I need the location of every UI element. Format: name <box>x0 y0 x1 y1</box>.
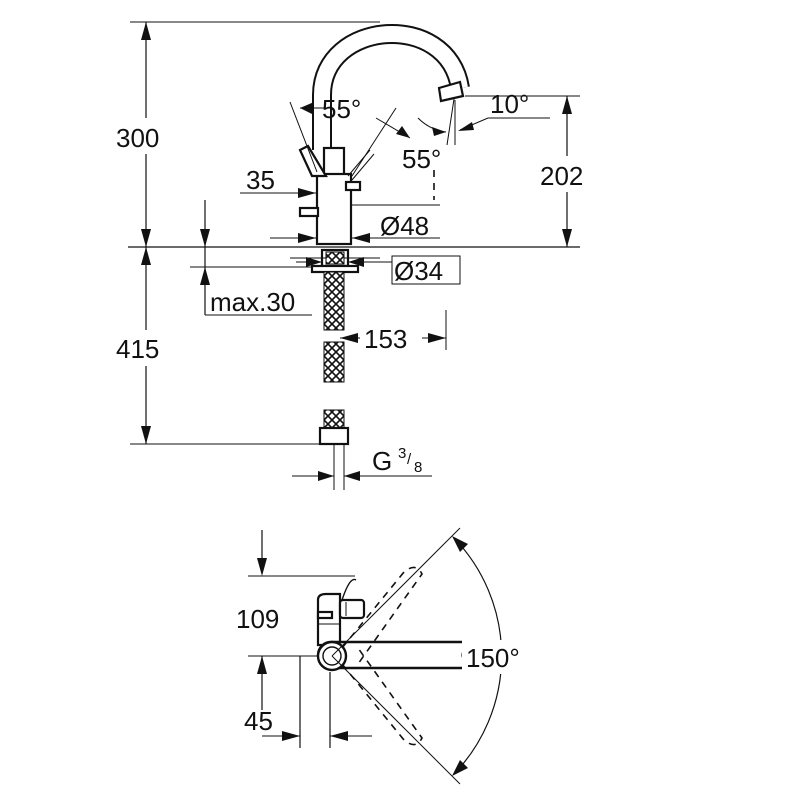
lever-left-label: 55° <box>322 94 361 124</box>
supply-hoses <box>318 271 350 490</box>
depth-label: 109 <box>236 604 279 634</box>
body-diameter-dimension: Ø48 <box>270 211 440 243</box>
swivel-outlines <box>341 566 423 746</box>
side-view: 300 415 55° <box>104 21 598 490</box>
depth-dimension: 109 <box>236 530 355 710</box>
thread-numerator: 3 <box>398 445 406 462</box>
lever-angle-left: 55° <box>289 94 361 173</box>
svg-text:/: / <box>407 451 412 468</box>
swivel-label: 150° <box>466 643 520 673</box>
top-body <box>299 578 366 748</box>
spout-height-label: 202 <box>540 161 583 191</box>
body-diameter-label: Ø48 <box>380 211 429 241</box>
mounting-assembly <box>290 248 380 274</box>
max-thickness-label: max.30 <box>210 287 295 317</box>
spout <box>312 23 470 150</box>
spout-tilt: 10° <box>417 89 550 146</box>
offset-45-dimension: 45 <box>244 706 372 741</box>
swivel-angle: 150° <box>331 527 538 785</box>
spout-tilt-label: 10° <box>490 89 529 119</box>
lever-angle-right: 55° <box>351 107 441 177</box>
thread-dimension: G 3 / 8 <box>292 445 432 481</box>
thread-denominator: 8 <box>414 459 422 476</box>
spout-height-dimension: 202 <box>465 95 598 247</box>
offset-35-dimension: 35 <box>240 165 316 198</box>
reach-dimension: 153 <box>340 310 447 354</box>
lever-right-label: 55° <box>402 144 441 174</box>
thread-label: G <box>372 446 392 476</box>
height-dimension: 300 415 <box>104 21 380 445</box>
faucet-body <box>298 144 375 246</box>
top-view: 109 <box>236 527 538 785</box>
max-thickness-dimension: max.30 <box>190 200 312 317</box>
base-diameter-dimension: Ø34 <box>296 255 461 286</box>
height-above-label: 300 <box>116 123 159 153</box>
offset-45-label: 45 <box>244 706 273 736</box>
height-below-label: 415 <box>116 334 159 364</box>
reach-label: 153 <box>364 324 407 354</box>
base-diameter-label: Ø34 <box>394 256 443 286</box>
offset-35-label: 35 <box>246 165 275 195</box>
